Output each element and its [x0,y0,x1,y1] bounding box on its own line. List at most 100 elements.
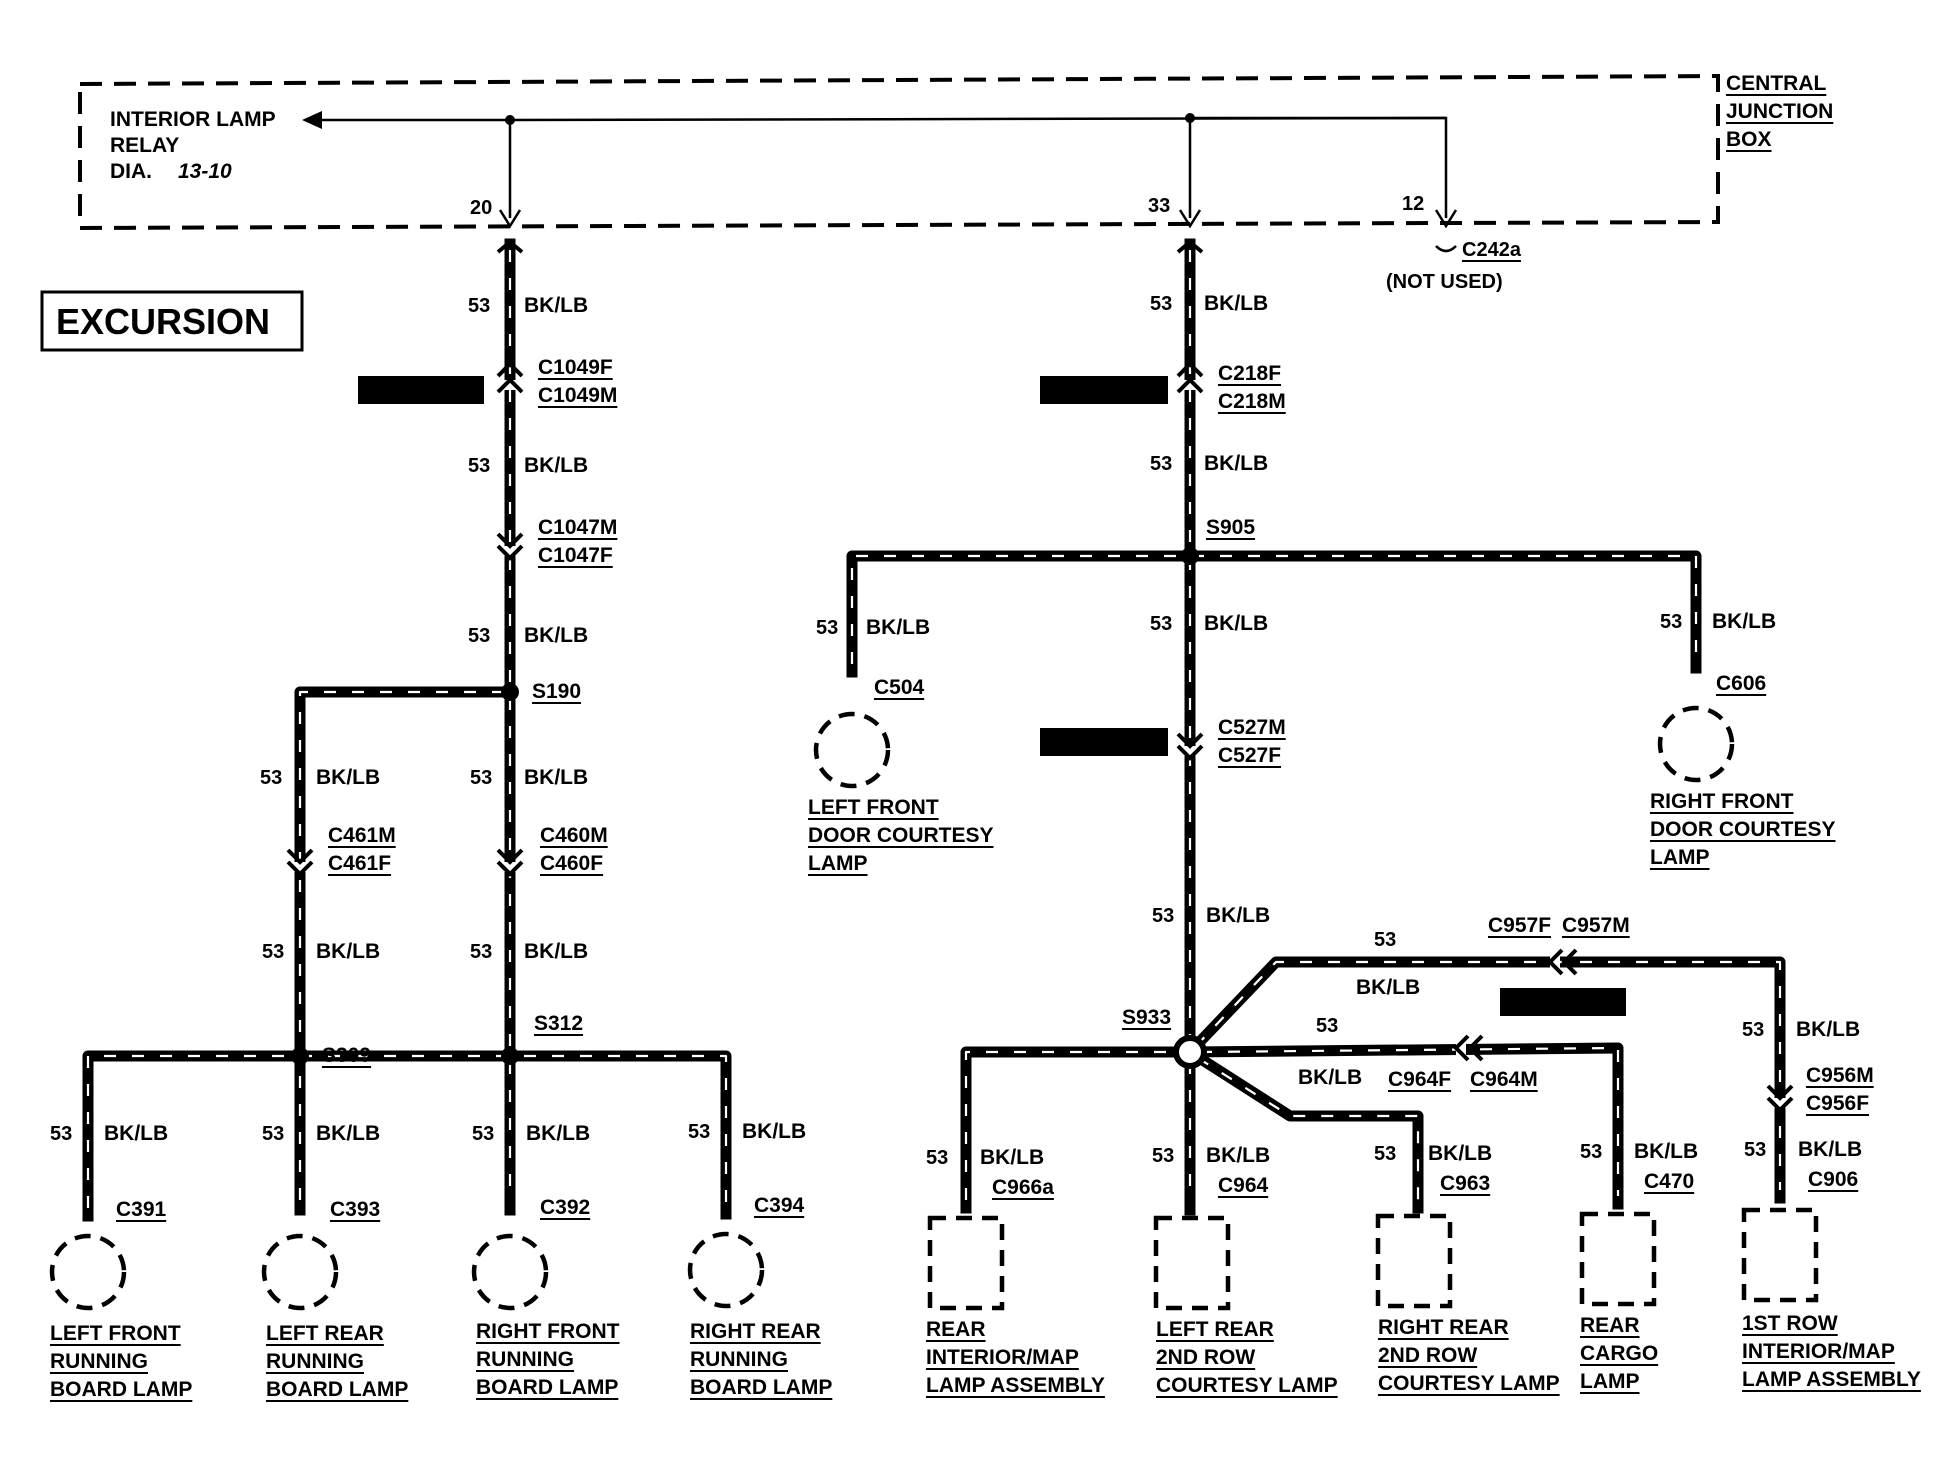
circuit-number: 53 [472,1123,494,1145]
circuit-number: 53 [50,1123,72,1145]
junction-box-label-3: BOX [1726,128,1772,151]
left-rear-running-board-lamp-line-1: LEFT REAR [266,1322,384,1345]
wire-color: BK/LB [526,1122,590,1145]
wire-color: BK/LB [1206,904,1270,927]
splice-s312: S312 [534,1012,583,1035]
circuit-number: 53 [816,617,838,639]
circuit-number: 53 [1580,1141,1602,1163]
splice-s905: S905 [1206,516,1255,539]
left-front-running-board-lamp-line-3: BOARD LAMP [50,1378,192,1401]
circuit-number: 53 [926,1147,948,1169]
wire-color: BK/LB [1204,292,1268,315]
left-rear-running-board-lamp-line-2: RUNNING [266,1350,364,1373]
circuit-number: 53 [1744,1139,1766,1161]
rear-cargo-lamp-line-3: LAMP [1580,1370,1640,1393]
rear-cargo-lamp-line-2: CARGO [1580,1342,1658,1365]
connector-c957m: C957M [1562,914,1630,937]
connector-c218f: C218F [1218,362,1281,385]
location-ref-3: 151-14 E10 [1054,735,1127,751]
connector-c504: C504 [874,676,925,699]
splice-s933: S933 [1122,1006,1171,1029]
location-ref-boxes [358,376,1626,1016]
splice-s309: S309 [322,1044,371,1067]
not-used-note: (NOT USED) [1386,271,1503,293]
right-rear-2nd-row-courtesy-lamp-line-1: RIGHT REAR [1378,1316,1509,1339]
wire-color: BK/LB [316,940,380,963]
wire-color: BK/LB [524,454,588,477]
circuit-number: 53 [1374,929,1396,951]
junction-box-label-2: JUNCTION [1726,100,1833,123]
wire-color: BK/LB [1204,612,1268,635]
wire-color: BK/LB [742,1120,806,1143]
wire-color: BK/LB [1206,1144,1270,1167]
connector-c1049f: C1049F [538,356,613,379]
circuit-number: 53 [1374,1143,1396,1165]
relay-diagram-ref: 13-10 [178,160,232,183]
connector-c1049m: C1049M [538,384,617,407]
wire-color: BK/LB [1298,1066,1362,1089]
rear-interior-map-lamp-assembly-line-1: REAR [926,1318,986,1341]
connector-c393: C393 [330,1198,380,1221]
wire-color: BK/LB [1204,452,1268,475]
connector-c606: C606 [1716,672,1766,695]
wire-color: BK/LB [1356,976,1420,999]
wire-color: BK/LB [1796,1018,1860,1041]
circuit-number: 53 [1660,611,1682,633]
connector-c470: C470 [1644,1170,1694,1193]
right-front-running-board-lamp-line-3: BOARD LAMP [476,1376,618,1399]
round-lamps [49,705,1735,1311]
wire-color: BK/LB [316,766,380,789]
circuit-number: 53 [1152,1145,1174,1167]
connector-c461f: C461F [328,852,391,875]
left-front-door-courtesy-lamp-line-2: DOOR COURTESY [808,824,994,847]
left-rear-2nd-row-courtesy-lamp-line-3: COURTESY LAMP [1156,1374,1338,1397]
right-front-running-board-lamp-line-1: RIGHT FRONT [476,1320,620,1343]
left-rear-2nd-row-courtesy-lamp-line-2: 2ND ROW [1156,1346,1255,1369]
connector-c1047f: C1047F [538,544,613,567]
circuit-number: 53 [1152,905,1174,927]
circuit-number: 53 [262,1123,284,1145]
splice-s190: S190 [532,680,581,703]
circuit-number: 53 [1150,453,1172,475]
connector-c956m: C956M [1806,1064,1874,1087]
relay-label-3: DIA. [110,160,152,183]
1st-row-interior-map-lamp-assembly-line-3: LAMP ASSEMBLY [1742,1368,1921,1391]
circuit-number: 53 [262,941,284,963]
rear-interior-map-lamp-assembly-line-2: INTERIOR/MAP [926,1346,1079,1369]
wire-color: BK/LB [524,624,588,647]
circuit-number: 53 [1742,1019,1764,1041]
wire-color: BK/LB [980,1146,1044,1169]
circuit-number: 53 [260,767,282,789]
wire-color: BK/LB [1798,1138,1862,1161]
square-lamps [927,1207,1819,1311]
rear-interior-map-lamp-assembly-line-3: LAMP ASSEMBLY [926,1374,1105,1397]
location-ref-2: 151-8 F5 [1054,383,1110,399]
connector-c460m: C460M [540,824,608,847]
right-front-door-courtesy-lamp-line-3: LAMP [1650,846,1710,869]
label-underlines [50,94,1921,1402]
connector-c964-lamp: C964 [1218,1174,1269,1197]
location-ref-1: 151-8 D1 [372,383,430,399]
junction-box-internal-wiring [302,111,1458,253]
1st-row-interior-map-lamp-assembly-line-2: INTERIOR/MAP [1742,1340,1895,1363]
circuit-number: 53 [1150,613,1172,635]
wire-color: BK/LB [524,766,588,789]
left-rear-2nd-row-courtesy-lamp-line-1: LEFT REAR [1156,1318,1274,1341]
wire-color: BK/LB [1712,610,1776,633]
inline-connectors [286,239,1794,1113]
1st-row-interior-map-lamp-assembly-line-1: 1ST ROW [1742,1312,1838,1335]
right-front-door-courtesy-lamp-line-1: RIGHT FRONT [1650,790,1794,813]
left-rear-running-board-lamp-line-3: BOARD LAMP [266,1378,408,1401]
junction-box-label-1: CENTRAL [1726,72,1826,95]
connector-c957f: C957F [1488,914,1551,937]
wire-color: BK/LB [1634,1140,1698,1163]
connector-c461m: C461M [328,824,396,847]
connector-c527f: C527F [1218,744,1281,767]
pin-20: 20 [470,197,492,219]
circuit-number: 53 [468,295,490,317]
connector-c956f: C956F [1806,1092,1869,1115]
circuit-number: 53 [470,767,492,789]
right-rear-running-board-lamp-line-1: RIGHT REAR [690,1320,821,1343]
